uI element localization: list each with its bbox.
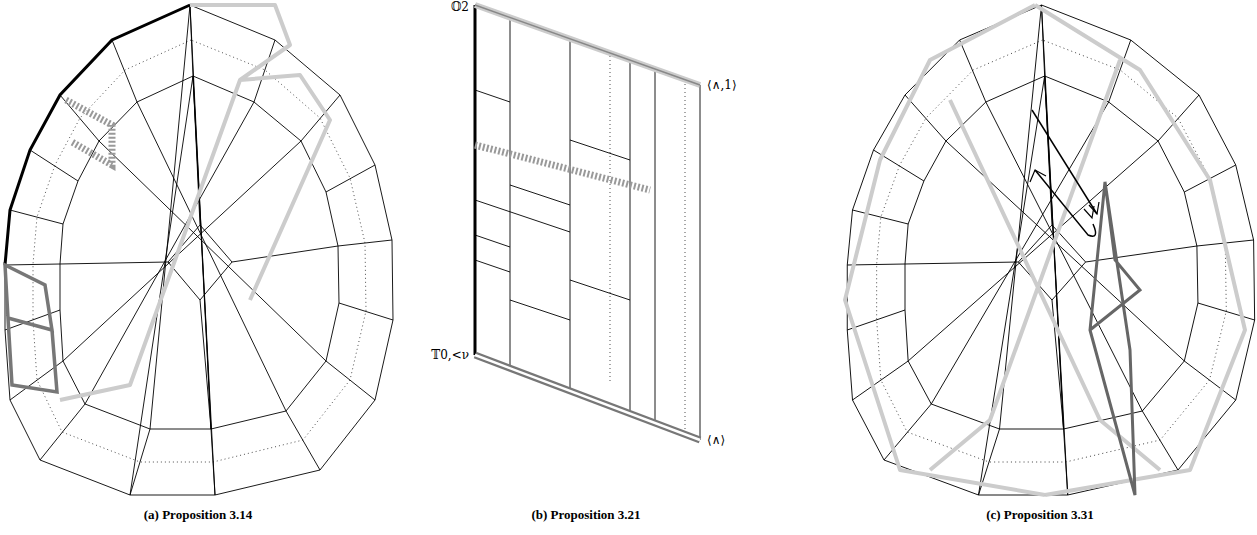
subfigure-caption: (b) Proposition 3.21	[530, 508, 641, 522]
vertex-label: 𝕆2	[450, 0, 470, 14]
vertex-label: ⟨∧,1⟩	[706, 78, 738, 92]
vertex-label: 𝕋0,<ν	[430, 348, 470, 362]
subfigure-caption: (c) Proposition 3.31	[985, 508, 1095, 522]
subfigure-caption: (a) Proposition 3.14	[143, 508, 253, 522]
vertex-label: ⟨∧⟩	[706, 433, 726, 447]
